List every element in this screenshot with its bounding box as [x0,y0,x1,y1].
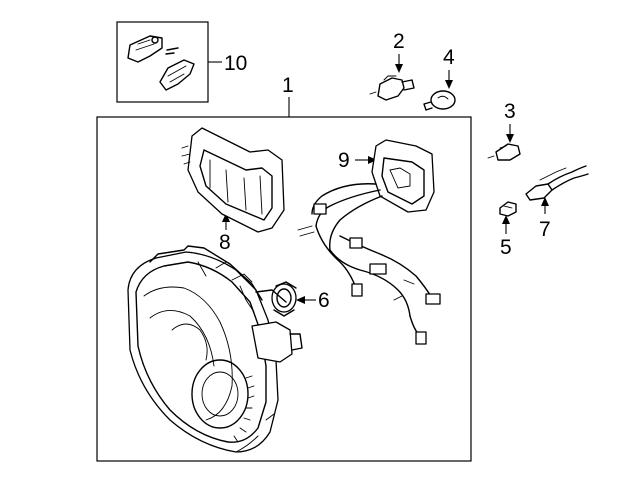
callout-4-label: 4 [443,46,455,69]
callout-7: 7 [539,197,551,241]
bulb-socket [271,281,297,317]
callout-2: 2 [393,30,405,73]
headlamp-gasket [181,127,285,233]
housing-lens-edge [233,375,255,443]
headlamp-assembly-frame [96,116,472,462]
callout-4: 4 [443,46,455,89]
side-bulb [487,143,521,161]
headlamp-housing [127,245,303,453]
callout-10-label: 10 [224,52,247,75]
callout-3: 3 [504,100,516,143]
callout-1-label: 1 [282,74,294,97]
mounting-bracket-parts [127,35,195,91]
bulb-socket-wire [525,165,589,201]
wiring-harness [297,139,441,345]
callout-3-label: 3 [504,100,516,123]
callout-10: 10 [208,52,247,75]
callout-9: 9 [338,149,377,172]
callout-1: 1 [282,74,294,117]
small-bulb [499,201,517,217]
callout-7-label: 7 [539,218,551,241]
callout-6-label: 6 [318,289,330,312]
callout-8: 8 [219,213,231,254]
callout-9-label: 9 [338,149,350,172]
callout-5: 5 [500,215,512,259]
callout-6: 6 [296,289,330,312]
callout-5-label: 5 [500,236,512,259]
mounting-bracket-kit-frame [116,21,209,103]
callout-2-label: 2 [393,30,405,53]
callout-8-label: 8 [219,231,231,254]
headlamp-bulb [369,75,415,101]
marker-bulb [423,90,456,111]
